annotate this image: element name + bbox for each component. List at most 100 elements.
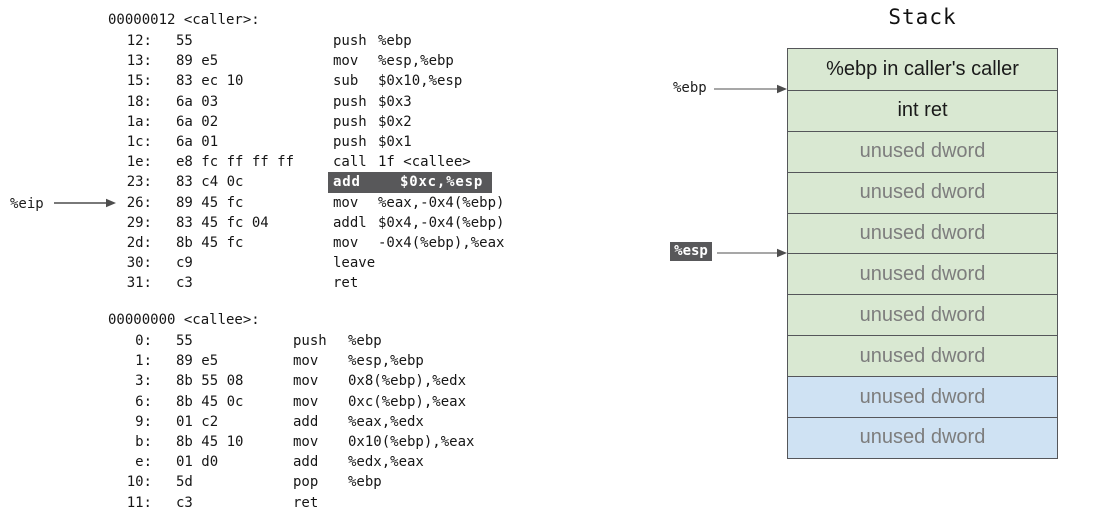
asm-operands: $0x1 <box>378 133 412 150</box>
asm-line: 11: c3 ret <box>108 493 474 513</box>
stack-slot: unused dword <box>788 171 1057 213</box>
asm-address: 3: <box>135 373 152 390</box>
asm-bytes: 01 c2 <box>176 413 219 430</box>
asm-mnemonic: ret <box>293 494 319 511</box>
asm-address: 6: <box>135 393 152 410</box>
ebp-arrow <box>714 84 787 93</box>
asm-mnemonic: sub <box>333 73 359 90</box>
asm-operands: $0x2 <box>378 113 412 130</box>
asm-address: b: <box>135 433 152 450</box>
ebp-register-label: %ebp <box>673 80 707 96</box>
asm-operands: $0x3 <box>378 93 412 110</box>
stack-slot: unused dword <box>788 335 1057 377</box>
stack-slot-label: unused dword <box>859 222 986 244</box>
asm-bytes: 83 ec 10 <box>176 73 244 90</box>
esp-arrow <box>717 248 787 258</box>
asm-operands: %eax,%edx <box>348 413 424 430</box>
asm-bytes: 83 c4 0c <box>176 174 244 191</box>
asm-address: 15: <box>126 73 152 90</box>
asm-address: 11: <box>126 494 152 511</box>
asm-bytes: 6a 02 <box>176 113 219 130</box>
asm-mnemonic: pop <box>293 474 319 491</box>
stack-slot-label: unused dword <box>859 344 986 367</box>
asm-address: 0: <box>135 333 152 349</box>
asm-address: 18: <box>126 93 152 110</box>
stack-slot-label: unused dword <box>859 426 986 449</box>
asm-address: 26: <box>126 194 152 211</box>
asm-operands: -0x4(%ebp),%eax <box>378 234 505 251</box>
asm-mnemonic: add <box>293 454 319 471</box>
stack-slot-label: unused dword <box>859 140 986 163</box>
asm-line: 13: 89 e5 mov %esp,%ebp <box>108 51 504 71</box>
stack-slot: unused dword <box>788 294 1057 336</box>
asm-bytes: 8b 45 10 <box>176 433 244 450</box>
asm-mnemonic: push <box>293 333 327 349</box>
asm-operands: $0x4,-0x4(%ebp) <box>378 214 505 231</box>
stack-title: Stack <box>888 5 957 29</box>
asm-bytes: c3 <box>176 494 193 511</box>
stack-slot-label: unused dword <box>859 262 986 285</box>
asm-mnemonic: mov <box>293 393 319 410</box>
stack-slot: unused dword <box>788 253 1057 295</box>
asm-operands: 0xc(%ebp),%eax <box>348 393 467 410</box>
callee-header: 00000000 <callee>: <box>108 312 260 328</box>
asm-address: e: <box>135 454 152 471</box>
asm-address: 1e: <box>126 154 152 171</box>
asm-bytes: 8b 55 08 <box>176 373 244 390</box>
asm-line: 18: 6a 03 push $0x3 <box>108 92 504 112</box>
asm-operands: 0x10(%ebp),%eax <box>348 433 475 450</box>
asm-bytes: 6a 01 <box>176 133 219 150</box>
asm-bytes: c9 <box>176 255 193 272</box>
asm-bytes: e8 fc ff ff ff <box>176 154 295 171</box>
asm-address: 10: <box>126 474 152 491</box>
esp-register-label: %esp <box>670 242 712 261</box>
asm-address: 2d: <box>126 234 152 251</box>
stack-slot-label: unused dword <box>859 303 986 326</box>
asm-line: 15: 83 ec 10 sub $0x10,%esp <box>108 71 504 91</box>
stack-slot: unused dword <box>788 130 1057 172</box>
asm-address: 1a: <box>126 113 152 130</box>
asm-operands: %ebp <box>348 333 382 349</box>
asm-mnemonic: push <box>333 93 367 110</box>
asm-operands: %esp,%ebp <box>378 53 454 70</box>
asm-mnemonic: leave <box>333 255 376 272</box>
asm-bytes: c3 <box>176 275 193 292</box>
asm-operands: %eax,-0x4(%ebp) <box>378 194 505 211</box>
asm-operands: 1f <callee> <box>378 154 471 171</box>
asm-mnemonic: addl <box>333 214 367 231</box>
asm-operands: %ebp <box>348 474 382 491</box>
asm-bytes: 89 45 fc <box>176 194 244 211</box>
asm-operands: $0x10,%esp <box>378 73 463 90</box>
asm-bytes: 8b 45 0c <box>176 393 244 410</box>
asm-mnemonic: mov <box>333 53 359 70</box>
stack-slot-label: int ret <box>897 99 948 122</box>
asm-mnemonic: add <box>293 413 319 430</box>
asm-bytes: 8b 45 fc <box>176 234 244 251</box>
stack-slot-label: unused dword <box>859 181 986 204</box>
asm-mnemonic: mov <box>333 194 359 211</box>
asm-bytes: 89 e5 <box>176 353 219 370</box>
asm-mnemonic: call <box>333 154 367 171</box>
asm-mnemonic: add <box>333 172 378 193</box>
asm-mnemonic: mov <box>293 353 319 370</box>
asm-bytes: 89 e5 <box>176 53 219 70</box>
asm-bytes: 6a 03 <box>176 93 219 110</box>
asm-address: 13: <box>126 53 152 70</box>
asm-mnemonic: push <box>333 33 367 49</box>
